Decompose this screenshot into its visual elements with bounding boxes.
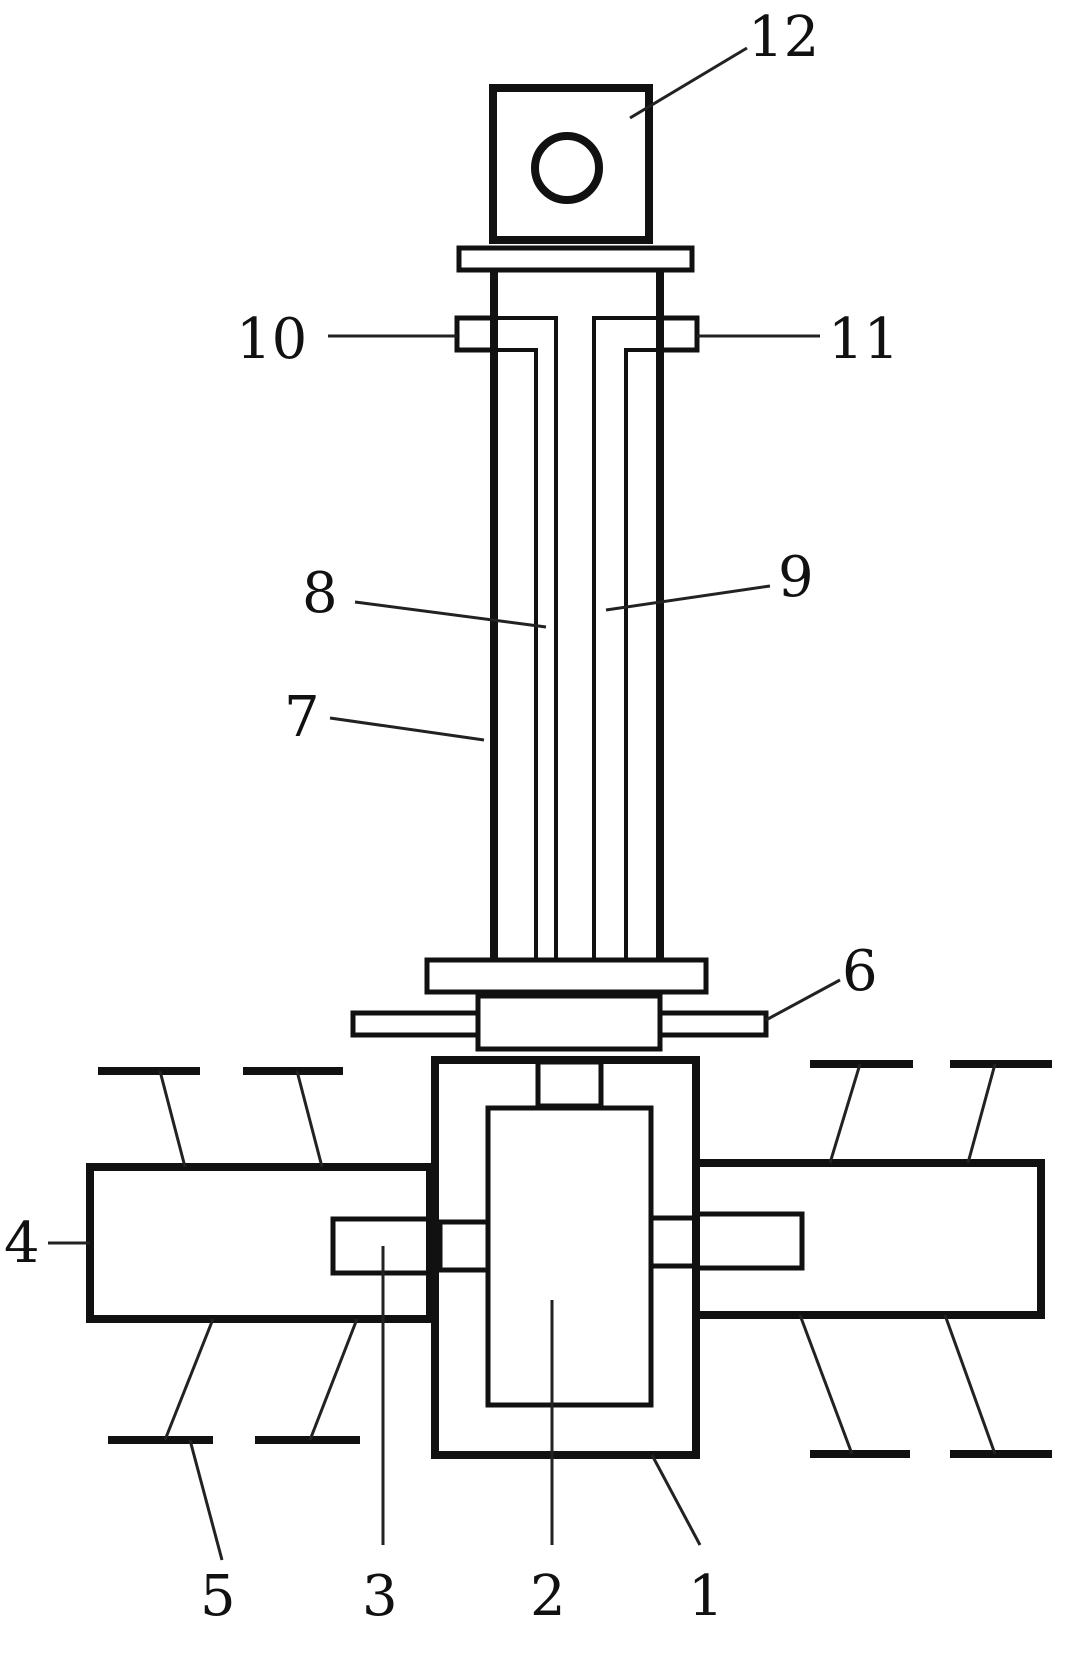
- callout-9: 9: [778, 545, 814, 610]
- top-box-12: [489, 84, 653, 244]
- left-bar-3: [330, 1216, 491, 1276]
- coupling-block: [475, 993, 663, 1052]
- side-plate-6: [350, 1010, 769, 1038]
- tab-10: [454, 315, 497, 353]
- top-flange: [456, 245, 695, 273]
- inner-channel-9: [592, 316, 660, 960]
- callout-labels: 12 10 11 8 9 7 6 4 5 3 2 1: [4, 5, 899, 1629]
- inner-channel-8: [494, 316, 558, 960]
- right-bar: [648, 1211, 805, 1271]
- callout-3: 3: [362, 1564, 398, 1629]
- callout-10: 10: [236, 307, 307, 372]
- leader-lines: [48, 46, 841, 1561]
- callout-12: 12: [748, 5, 819, 70]
- leader-8: [354, 600, 547, 629]
- motor-2: [485, 1105, 654, 1408]
- right-arm: [692, 1159, 1045, 1319]
- leader-1: [650, 1454, 702, 1546]
- outer-tube-7: [490, 270, 664, 960]
- leader-12: [629, 46, 748, 120]
- callout-8: 8: [302, 561, 338, 626]
- shaft: [535, 1059, 604, 1109]
- callout-7: 7: [284, 685, 320, 750]
- tab-11: [657, 315, 700, 353]
- callout-2: 2: [530, 1564, 566, 1629]
- leader-5: [188, 1439, 224, 1561]
- callout-4: 4: [4, 1211, 40, 1276]
- bottom-flange: [424, 957, 709, 995]
- housing-1: [431, 1056, 700, 1459]
- leader-6: [765, 978, 841, 1022]
- callout-1: 1: [688, 1564, 724, 1629]
- callout-6: 6: [842, 939, 878, 1004]
- callout-11: 11: [828, 307, 899, 372]
- leader-7: [329, 716, 485, 742]
- callout-5: 5: [200, 1564, 236, 1629]
- blades-5: [98, 1060, 1052, 1458]
- leader-9: [605, 584, 771, 612]
